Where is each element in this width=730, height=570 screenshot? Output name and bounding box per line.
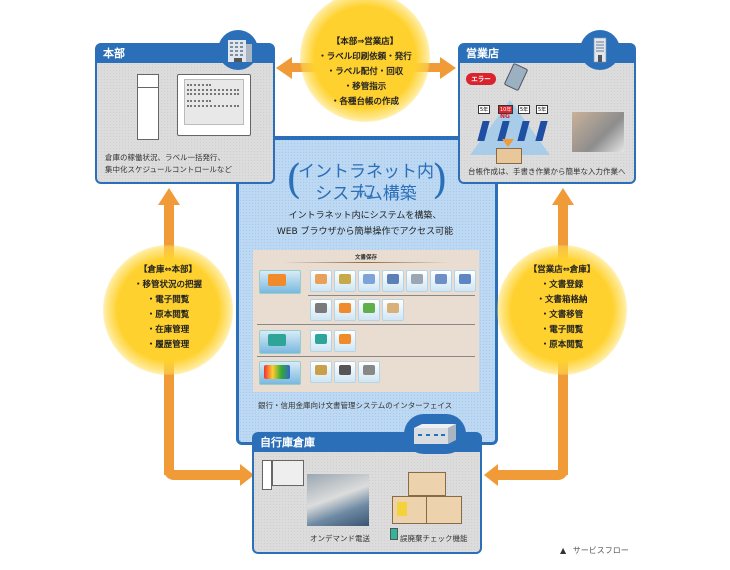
office-building-icon: [228, 40, 252, 62]
box-stack-icon: [392, 472, 462, 524]
ui-icon: [358, 361, 380, 383]
ui-icon: [358, 270, 380, 292]
intranet-desc-line2: WEB ブラウザから簡単操作でアクセス可能: [276, 227, 454, 237]
branch-panel: 営業店 エラー 5年 10年 5年 5年 NG 台帳作成は、手書き作業から簡単な…: [458, 43, 636, 184]
binder-label: 5年: [518, 105, 531, 114]
inventory-main-icon: [259, 330, 301, 354]
ui-icon: [310, 330, 332, 352]
error-bubble: エラー: [466, 73, 496, 85]
report-main-icon: [259, 361, 301, 385]
hq-caption-line2: 集中化スケジュールコントロールなど: [105, 165, 232, 174]
flow-hq-branch-bubble: [300, 0, 430, 122]
doc-save-main-icon: [259, 270, 301, 294]
ui-icon: [310, 361, 332, 383]
intranet-title-line1: イントラネット内に: [298, 162, 434, 202]
ui-icon: [382, 299, 404, 321]
tall-building-icon: [593, 37, 607, 63]
screenshot-title-underline: [283, 262, 449, 263]
binder-label: 5年: [478, 105, 491, 114]
arrow-head-left-icon: [484, 464, 498, 486]
flow-item: ・原本閲覧: [146, 310, 190, 320]
screenshot-caption: 銀行・信用金庫向け文書管理システムのインターフェイス: [258, 401, 453, 410]
binder-label: 5年: [536, 105, 549, 114]
ui-icon: [334, 270, 356, 292]
monitor-icon: [177, 74, 251, 136]
screenshot-title: 文書保存: [354, 255, 377, 261]
document-box-icon: [496, 148, 522, 164]
flow-item: ・履歴管理: [146, 340, 190, 350]
paren-close: ): [432, 157, 448, 203]
flow-item: ・各種台帳の作成: [330, 97, 399, 107]
down-arrow-icon: [502, 139, 514, 147]
flow-branch-warehouse-text: 【営業店⇔倉庫】 ・文書登録 ・文書箱格納 ・文書移管 ・電子閲覧 ・原本閲覧: [497, 263, 627, 353]
flow-item: ・文書登録: [540, 280, 584, 290]
flow-heading: 【倉庫⇔本部】: [138, 265, 198, 275]
flow-item: ・移管指示: [343, 82, 387, 92]
hq-caption-line1: 倉庫の稼働状況、ラベル一括発行、: [105, 153, 225, 162]
branch-caption: 台帳作成は、手書き作業から簡単な入力作業へ: [468, 167, 626, 176]
warehouse-icon: [414, 424, 456, 444]
flow-item: ・電子閲覧: [146, 295, 190, 305]
ui-icon: [430, 270, 452, 292]
arrow-head-right-icon: [240, 464, 254, 486]
flow-item: ・ラベル印刷依頼・発行: [318, 52, 412, 62]
arrow-hq-warehouse-corner: [164, 470, 244, 480]
divider: [257, 356, 475, 357]
ui-icon: [358, 299, 380, 321]
arrow-head-left-icon: [276, 57, 292, 79]
flow-item: ・移管状況の把握: [133, 280, 202, 290]
interface-screenshot: 文書保存: [253, 250, 479, 392]
flow-item: ・文書箱格納: [536, 295, 588, 305]
flow-heading: 【本部⇒営業店】: [331, 37, 399, 47]
binder-label-ng: 10年: [498, 105, 514, 114]
flow-item: ・文書移管: [540, 310, 584, 320]
branch-badge: [580, 30, 620, 70]
flow-heading: 【営業店⇔倉庫】: [528, 265, 596, 275]
scanner-photo: [307, 474, 369, 526]
ui-icon: [334, 299, 356, 321]
triangle-icon: ▲: [560, 546, 567, 555]
hq-badge: [218, 30, 258, 70]
flow-warehouse-hq-bubble: [103, 245, 233, 375]
arrow-head-up-icon: [158, 188, 180, 205]
arrow-head-right-icon: [440, 57, 456, 79]
service-flow-note: ▲ サービスフロー: [560, 545, 629, 556]
flow-hq-branch-text: 【本部⇒営業店】 ・ラベル印刷依頼・発行 ・ラベル配付・回収 ・移管指示 ・各種…: [300, 35, 430, 110]
ui-icon: [454, 270, 476, 292]
intranet-desc-line1: イントラネット内にシステムを構築、: [288, 211, 442, 221]
barcode-reader-icon: [390, 528, 398, 540]
flow-item: ・原本閲覧: [540, 340, 584, 350]
on-demand-label: オンデマンド電送: [310, 534, 370, 543]
ui-icon: [310, 299, 332, 321]
divider: [308, 295, 475, 296]
ui-icon: [334, 361, 356, 383]
flow-item: ・ラベル配付・回収: [326, 67, 404, 77]
ng-label: NG: [500, 113, 510, 120]
pc-tower-icon: [137, 74, 159, 140]
intranet-panel-top-border: [236, 136, 498, 140]
intranet-title-line2: システム構築: [315, 184, 417, 204]
ui-icon: [310, 270, 332, 292]
ui-icon: [382, 270, 404, 292]
arrow-head-up-icon: [552, 188, 574, 205]
monitor-icon: [272, 460, 304, 486]
misdisposal-check-label: 誤廃棄チェック機能: [400, 534, 468, 543]
service-flow-label: サービスフロー: [572, 546, 629, 555]
typing-photo: [572, 112, 624, 152]
ui-icon: [334, 330, 356, 352]
flow-warehouse-hq-text: 【倉庫⇔本部】 ・移管状況の把握 ・電子閲覧 ・原本閲覧 ・在庫管理 ・履歴管理: [103, 263, 233, 353]
arrow-branch-warehouse-corner: [496, 470, 568, 480]
pc-tower-icon: [262, 460, 272, 490]
warehouse-badge: [404, 414, 466, 454]
flow-item: ・電子閲覧: [540, 325, 584, 335]
flow-item: ・在庫管理: [146, 325, 190, 335]
paren-open: (: [286, 157, 302, 203]
flow-branch-warehouse-bubble: [497, 245, 627, 375]
handheld-scanner-icon: [503, 62, 529, 92]
divider: [257, 324, 475, 325]
ui-icon: [406, 270, 428, 292]
